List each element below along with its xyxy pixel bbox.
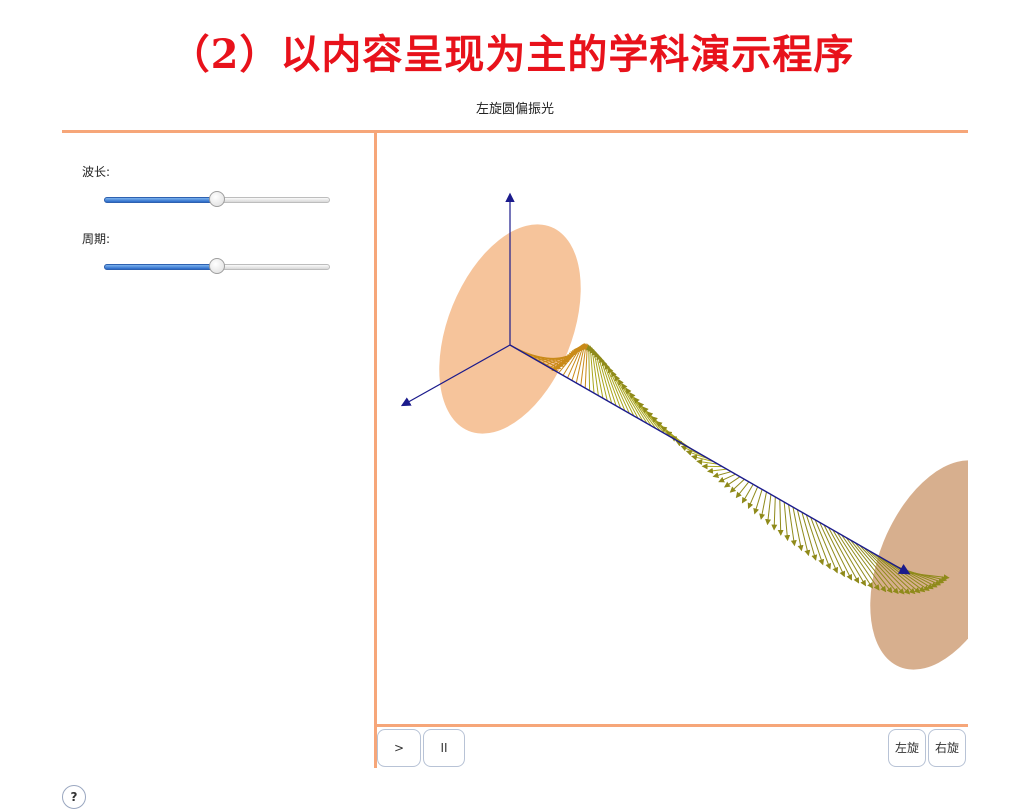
field-vector: [837, 533, 872, 588]
applet-title: 左旋圆偏振光: [62, 88, 968, 132]
field-vector: [761, 492, 766, 519]
polarization-visualization[interactable]: [377, 133, 968, 724]
bottom-divider: [377, 724, 968, 727]
field-vector: [774, 497, 775, 530]
back-polarization-disk: [842, 440, 968, 690]
field-vector: [780, 500, 781, 535]
period-slider[interactable]: [104, 262, 330, 272]
field-vector: [784, 502, 787, 540]
pause-button[interactable]: II: [423, 729, 465, 767]
wavelength-slider-thumb[interactable]: [209, 191, 225, 207]
period-slider-fill: [104, 264, 217, 270]
field-vector: [714, 472, 732, 477]
field-vector: [708, 469, 727, 471]
wavelength-slider-fill: [104, 197, 217, 203]
control-panel: 波长: 周期: ?: [62, 133, 374, 768]
play-button[interactable]: >: [377, 729, 421, 767]
applet-window: 左旋圆偏振光 波长: 周期: ?: [62, 88, 968, 768]
period-label: 周期:: [82, 230, 110, 247]
help-button[interactable]: ?: [62, 785, 86, 809]
field-vector: [768, 495, 771, 525]
slide-title: （2）以内容呈现为主的学科演示程序: [0, 22, 1024, 80]
field-vector: [622, 384, 647, 424]
field-vector: [755, 489, 762, 513]
field-vector: [815, 520, 837, 573]
field-vector: [719, 474, 735, 482]
field-vector: [639, 403, 665, 434]
field-vector: [590, 346, 594, 393]
propagation-axis: [510, 345, 908, 573]
wavelength-label: 波长:: [82, 163, 110, 180]
3d-view[interactable]: [377, 133, 968, 724]
field-vector: [643, 407, 669, 436]
wavelength-slider[interactable]: [104, 195, 330, 205]
right-rotate-button[interactable]: 右旋: [928, 729, 966, 767]
field-vector: [568, 345, 583, 378]
field-vector: [589, 345, 590, 390]
left-rotate-button[interactable]: 左旋: [888, 729, 926, 767]
period-slider-thumb[interactable]: [209, 258, 225, 274]
